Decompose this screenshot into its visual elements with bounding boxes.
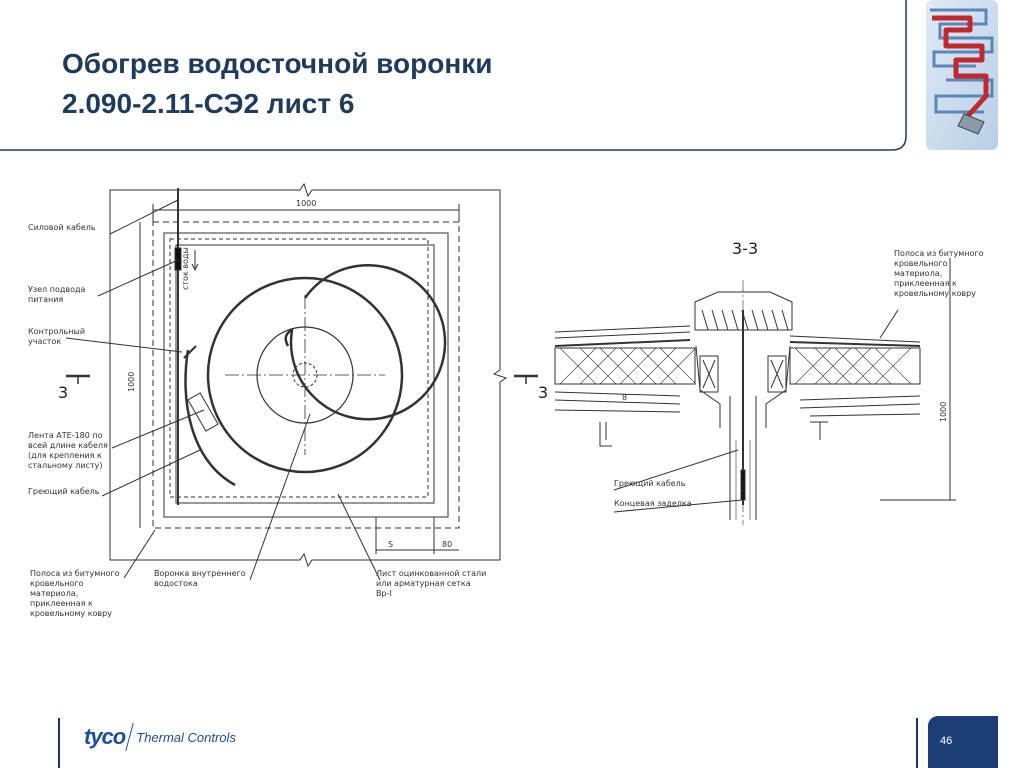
dim-top-label: 1000: [296, 199, 316, 208]
page-number: 46: [940, 735, 953, 747]
section-callout-bitumen-strip: Полоса из битумного кровельного материол…: [894, 249, 986, 298]
callout-supply-node: Узел подвода питания: [28, 285, 88, 304]
plan-view: [65, 182, 538, 581]
water-flow-label: сток воды: [181, 247, 190, 290]
section-labels: 3-3 1000 8 Полоса из битумного кровельно…: [614, 239, 986, 508]
footer-divider-left: [58, 718, 60, 768]
section-layer-mark: 8: [622, 393, 627, 402]
technical-drawing: 1000 1000 S 80 сток воды 3 3 Силовой каб…: [28, 182, 986, 618]
section-callout-end-seal: Концевая заделка: [614, 499, 692, 508]
section-view: [554, 258, 956, 525]
page-number-box: [928, 716, 998, 768]
logo-separator: [125, 723, 135, 751]
callout-steel-sheet: Лист оцинкованной стали или арматурная с…: [376, 569, 489, 598]
callout-control-section: Контрольный участок: [28, 327, 88, 346]
section-callout-heating-cable: Греющий кабель: [614, 479, 686, 488]
plan-labels: 1000 1000 S 80 сток воды 3 3 Силовой каб…: [28, 199, 548, 618]
callout-bitumen-strip: Полоса из битумного кровельного материол…: [30, 569, 122, 618]
callout-drain-funnel: Воронка внутреннего водостока: [154, 569, 248, 588]
dim-80-label: 80: [442, 540, 452, 549]
section-mark-left: 3: [58, 383, 68, 402]
footer-divider-right: [916, 718, 918, 768]
dim-s-label: S: [388, 540, 393, 549]
callout-tape: Лента АТЕ-180 по всей длине кабеля (для …: [28, 431, 110, 470]
section-title: 3-3: [732, 239, 758, 258]
callout-power-cable: Силовой кабель: [28, 223, 96, 232]
dim-side-label: 1000: [127, 372, 136, 392]
maze-heating-cable-image: [926, 0, 998, 150]
slide-title: Обогрев водосточной воронки 2.090-2.11-С…: [62, 44, 492, 124]
logo-division: Thermal Controls: [136, 729, 236, 745]
header-frame: [0, 0, 907, 151]
section-dim-height: 1000: [939, 402, 948, 422]
tyco-logo: tyco Thermal Controls: [84, 722, 236, 752]
logo-brand: tyco: [84, 724, 126, 749]
callout-heating-cable: Греющий кабель: [28, 487, 100, 496]
title-line-1: Обогрев водосточной воронки: [62, 48, 493, 79]
title-line-2: 2.090-2.11-СЭ2 лист 6: [62, 88, 355, 119]
section-mark-right: 3: [538, 383, 548, 402]
